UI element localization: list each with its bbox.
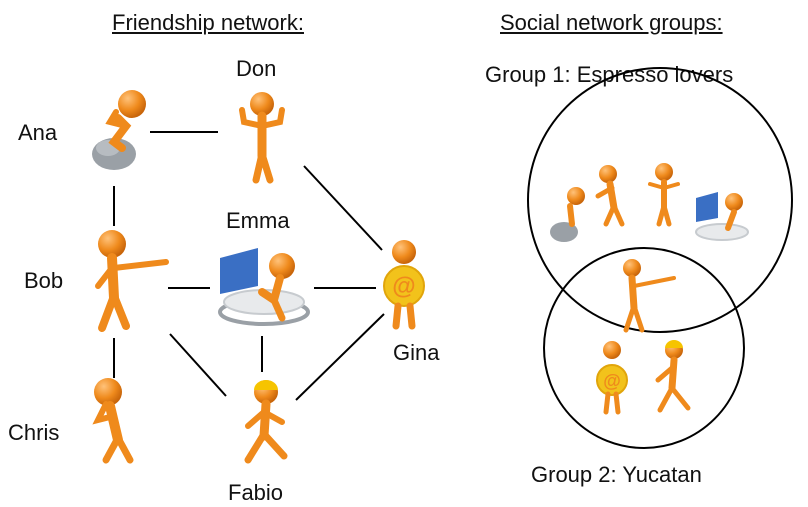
edge-bob-fabio [169, 333, 227, 397]
person-holding-at-sign-icon: @ [383, 240, 425, 330]
thinking-person-on-rock-icon [92, 90, 146, 170]
group2-fabio-figure [655, 340, 691, 413]
edge-fabio-gina [295, 313, 385, 401]
group-overlap-bob-figure [623, 259, 676, 333]
person-label-fabio: Fabio [228, 480, 284, 505]
social-network-groups-title: Social network groups: [500, 10, 723, 35]
group1-ana-figure [550, 187, 585, 242]
group2-label: Group 2: Yucatan [531, 462, 702, 487]
walking-person-with-hardhat-icon [244, 380, 288, 464]
group1-emma-figure [695, 192, 749, 241]
group1-circle [527, 67, 793, 333]
thumbs-up-person-icon [239, 92, 285, 184]
group1-don-figure [648, 163, 680, 227]
friendship-edges [113, 131, 385, 401]
friendship-network-title: Friendship network: [112, 10, 304, 35]
person-label-chris: Chris [8, 420, 60, 445]
person-label-emma: Emma [226, 208, 290, 233]
person-label-don: Don [236, 56, 277, 81]
edge-don-gina [303, 165, 383, 251]
pointing-person-icon [95, 230, 169, 332]
group2-circle [543, 247, 745, 449]
svg-text:@: @ [392, 273, 415, 300]
svg-text:@: @ [603, 371, 621, 391]
person-label-bob: Bob [24, 268, 64, 293]
group2-gina-figure: @ [596, 341, 628, 415]
group1-label: Group 1: Espresso lovers [485, 62, 734, 87]
person-at-computer-icon [218, 248, 310, 326]
group1-bob-figure [595, 165, 625, 227]
person-label-ana: Ana [18, 120, 58, 145]
person-label-gina: Gina [393, 340, 440, 365]
thinking-person-icon [92, 378, 134, 464]
